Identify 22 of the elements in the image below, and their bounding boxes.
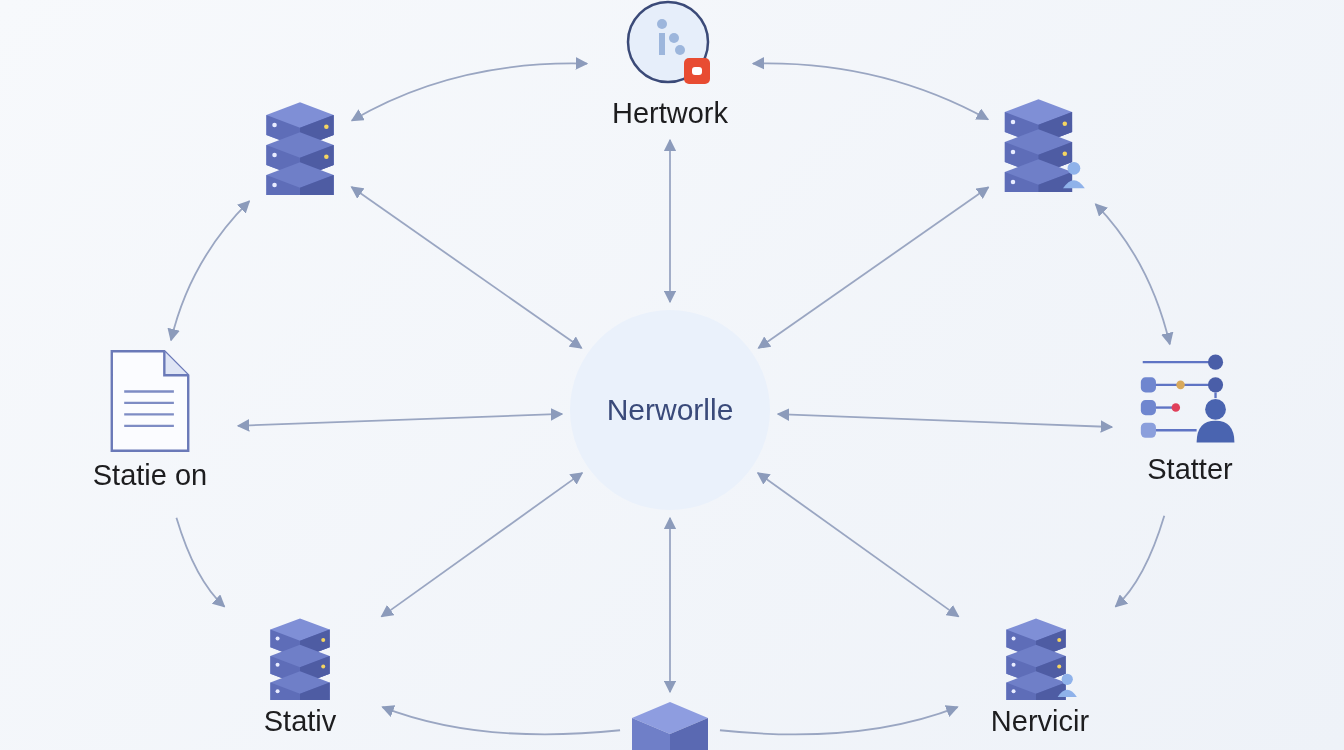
connector-arrow <box>350 57 589 122</box>
hub-label: Nerworlle <box>606 393 734 427</box>
node-label: Nervicir <box>990 706 1090 738</box>
connector-arrow <box>167 200 251 342</box>
connector-arrow <box>381 705 621 736</box>
connector-arrow <box>756 472 960 618</box>
connector-arrow <box>1114 514 1166 608</box>
connector-arrow <box>719 705 959 736</box>
connector-arrow <box>1094 203 1174 346</box>
node-label: Statie on <box>92 460 208 492</box>
node-label: Statter <box>1147 454 1233 486</box>
connector-arrow <box>663 516 677 694</box>
connector-arrow <box>757 186 990 349</box>
connector-arrow <box>776 408 1114 433</box>
connector-arrow <box>175 516 226 608</box>
connector-arrow <box>380 472 584 618</box>
connector-arrow <box>350 186 583 349</box>
node-label: Stativ <box>263 706 337 738</box>
node-label: Hertwork <box>612 98 728 130</box>
connector-arrow <box>663 138 677 304</box>
connector-arrow <box>751 57 990 121</box>
connector-arrow <box>236 408 564 432</box>
